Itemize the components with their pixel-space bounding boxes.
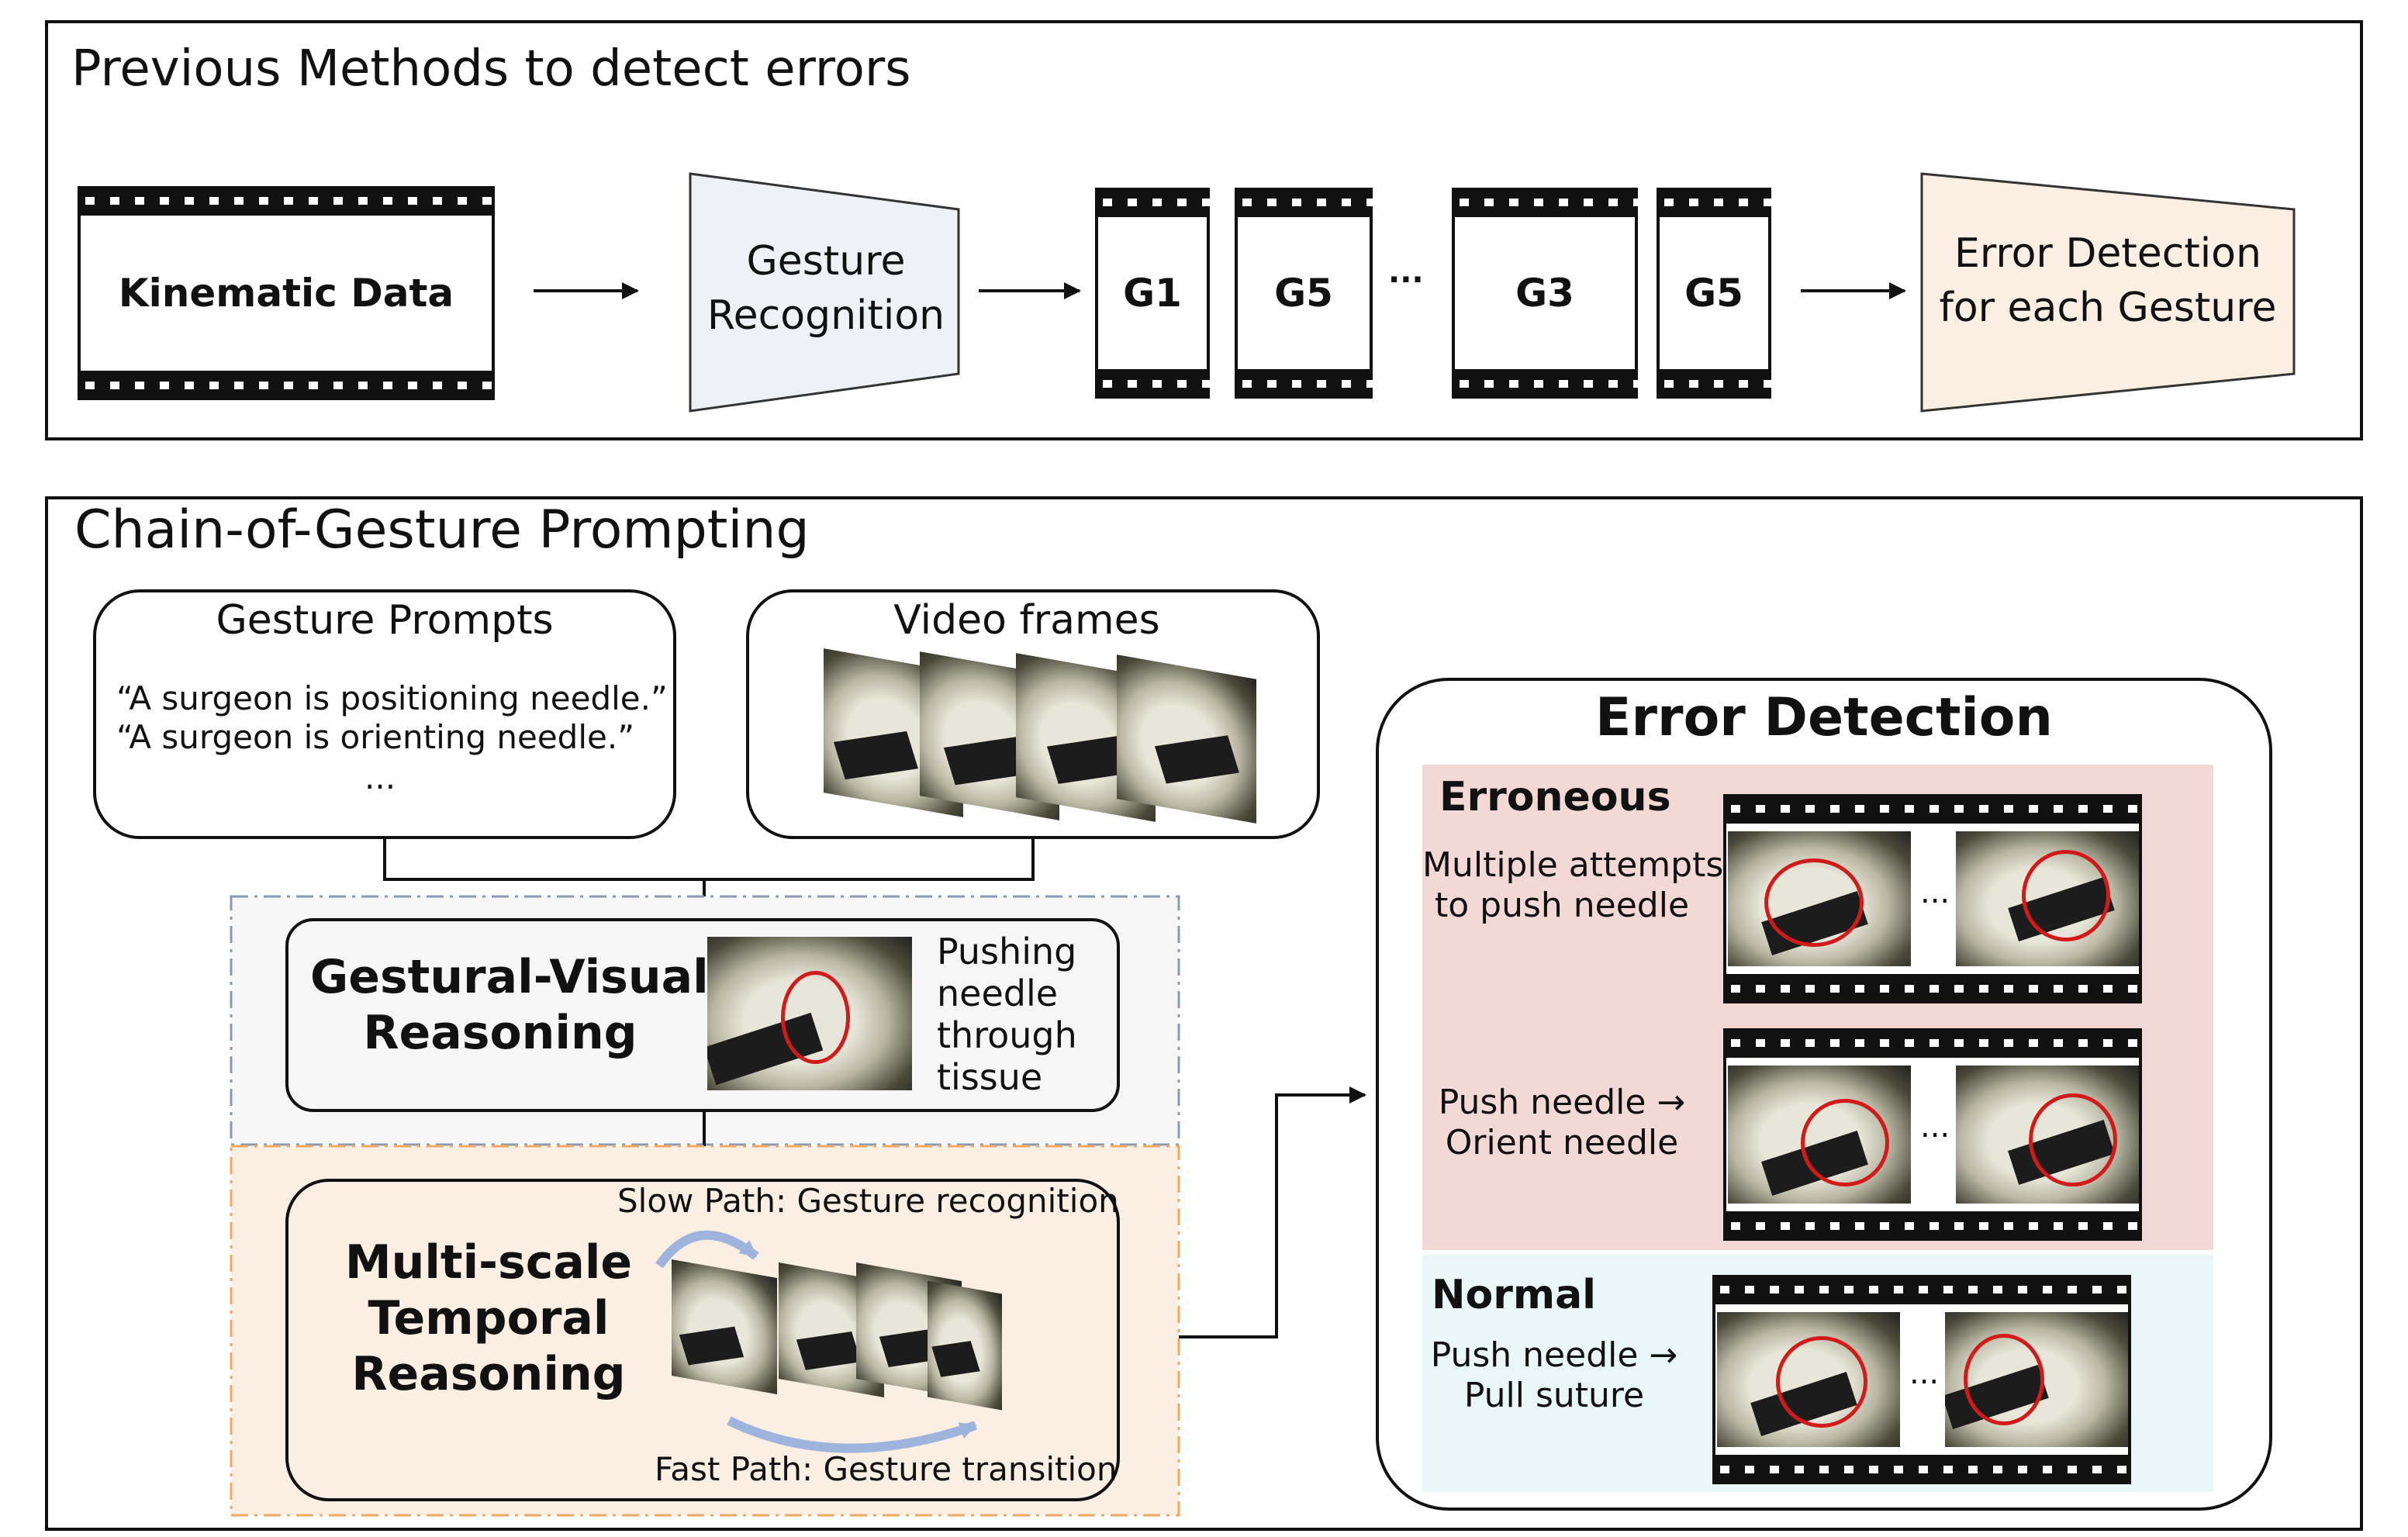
err2-frame-b bbox=[1956, 1066, 2139, 1204]
erroneous-label: Erroneous bbox=[1439, 774, 1671, 820]
mstr-line1: Multi-scale bbox=[344, 1235, 633, 1290]
gesture-film-g5b: G5 bbox=[1657, 188, 1771, 399]
mstr-label: Multi-scale Temporal Reasoning bbox=[318, 1235, 659, 1402]
error-detection-funnel bbox=[1920, 172, 2296, 413]
gvr-caption-line2: needle bbox=[937, 972, 1059, 1014]
prompt-line-1: “A surgeon is positioning needle.” bbox=[116, 679, 668, 717]
kinematic-data-label: Kinematic Data bbox=[118, 271, 454, 316]
err2-frame-a bbox=[1728, 1066, 1911, 1204]
norm1-frame-a bbox=[1717, 1312, 1900, 1447]
norm1-line2: Pull suture bbox=[1463, 1376, 1645, 1415]
prompts-connector bbox=[383, 838, 1035, 881]
err1-film: ... bbox=[1723, 794, 2142, 1003]
norm1-line1: Push needle → bbox=[1430, 1335, 1678, 1375]
slow-path-label: Slow Path: Gesture recognition bbox=[617, 1182, 1119, 1220]
err1-line2: to push needle bbox=[1434, 886, 1690, 925]
error-detection-line2: for each Gesture bbox=[1939, 285, 2277, 331]
previous-methods-title: Previous Methods to detect errors bbox=[71, 40, 911, 98]
gesture-film-g3: G3 bbox=[1452, 188, 1638, 399]
gesture-g3-label: G3 bbox=[1515, 271, 1574, 316]
cog-title: Chain-of-Gesture Prompting bbox=[74, 499, 810, 561]
video-frames-title: Video frames bbox=[893, 597, 1160, 644]
mstr-frame-1 bbox=[672, 1259, 777, 1394]
gesture-ellipsis: ··· bbox=[1388, 262, 1424, 298]
error-detection-line1: Error Detection bbox=[1954, 230, 2261, 277]
err2-line2: Orient needle bbox=[1445, 1123, 1679, 1162]
err1-frame-a bbox=[1728, 831, 1911, 966]
gesture-g5b-label: G5 bbox=[1684, 271, 1743, 316]
gesture-recognition-funnel bbox=[689, 172, 960, 413]
gvr-line1: Gestural-Visual bbox=[310, 950, 709, 1004]
gesture-film-g1: G1 bbox=[1095, 188, 1210, 399]
gesture-recognition-label: Gesture Recognition bbox=[682, 234, 969, 343]
gvr-caption-line4: tissue bbox=[937, 1056, 1043, 1098]
gesture-g1-label: G1 bbox=[1123, 271, 1182, 316]
gesture-recognition-line1: Gesture bbox=[746, 238, 906, 285]
arrow-to-error-detection bbox=[1179, 1086, 1366, 1338]
normal-label: Normal bbox=[1432, 1272, 1596, 1318]
mstr-line2: Temporal bbox=[368, 1291, 610, 1345]
prompt-line-2: “A surgeon is orienting needle.” bbox=[116, 718, 634, 756]
gesture-prompts-title: Gesture Prompts bbox=[216, 597, 554, 644]
gesture-g5a-label: G5 bbox=[1274, 271, 1333, 316]
gvr-caption-line1: Pushing bbox=[937, 931, 1077, 972]
error-detection-title: Error Detection bbox=[1595, 687, 2053, 748]
kinematic-data-film: Kinematic Data bbox=[78, 186, 495, 400]
norm1-text: Push needle → Pull suture bbox=[1422, 1335, 1686, 1416]
error-detection-funnel-label: Error Detection for each Gesture bbox=[1922, 226, 2294, 335]
gesture-film-g5a: G5 bbox=[1235, 188, 1373, 399]
slow-path-arc bbox=[655, 1230, 759, 1269]
gvr-frame bbox=[707, 937, 912, 1090]
err1-text: Multiple attempts to push needle bbox=[1422, 845, 1724, 926]
prompt-line-3: ... bbox=[364, 758, 396, 796]
gvr-caption-line3: through bbox=[937, 1014, 1077, 1056]
gesture-recognition-line2: Recognition bbox=[707, 292, 945, 339]
norm1-frame-b bbox=[1945, 1312, 2128, 1447]
err2-ellipsis: ... bbox=[1920, 1109, 1950, 1145]
previous-methods-panel bbox=[45, 20, 2363, 440]
err1-ellipsis: ... bbox=[1920, 875, 1950, 910]
err1-line1: Multiple attempts bbox=[1422, 845, 1724, 885]
err2-line1: Push needle → bbox=[1438, 1083, 1686, 1122]
err2-film: ... bbox=[1723, 1028, 2142, 1241]
err2-text: Push needle → Orient needle bbox=[1422, 1083, 1701, 1163]
cog-panel bbox=[45, 496, 2363, 1531]
err1-frame-b bbox=[1956, 831, 2139, 966]
mstr-line3: Reasoning bbox=[351, 1347, 626, 1401]
norm1-ellipsis: ... bbox=[1909, 1356, 1940, 1391]
mstr-frame-4 bbox=[928, 1280, 1002, 1411]
gvr-label: Gestural-Visual Reasoning bbox=[310, 949, 709, 1061]
norm1-film: ... bbox=[1712, 1275, 2131, 1484]
video-frame-4 bbox=[1117, 655, 1256, 824]
gvr-caption: Pushing needle through tissue bbox=[937, 931, 1077, 1098]
gvr-line2: Reasoning bbox=[363, 1006, 637, 1060]
fast-path-label: Fast Path: Gesture transition bbox=[655, 1450, 1118, 1488]
fast-path-arc bbox=[727, 1416, 977, 1453]
